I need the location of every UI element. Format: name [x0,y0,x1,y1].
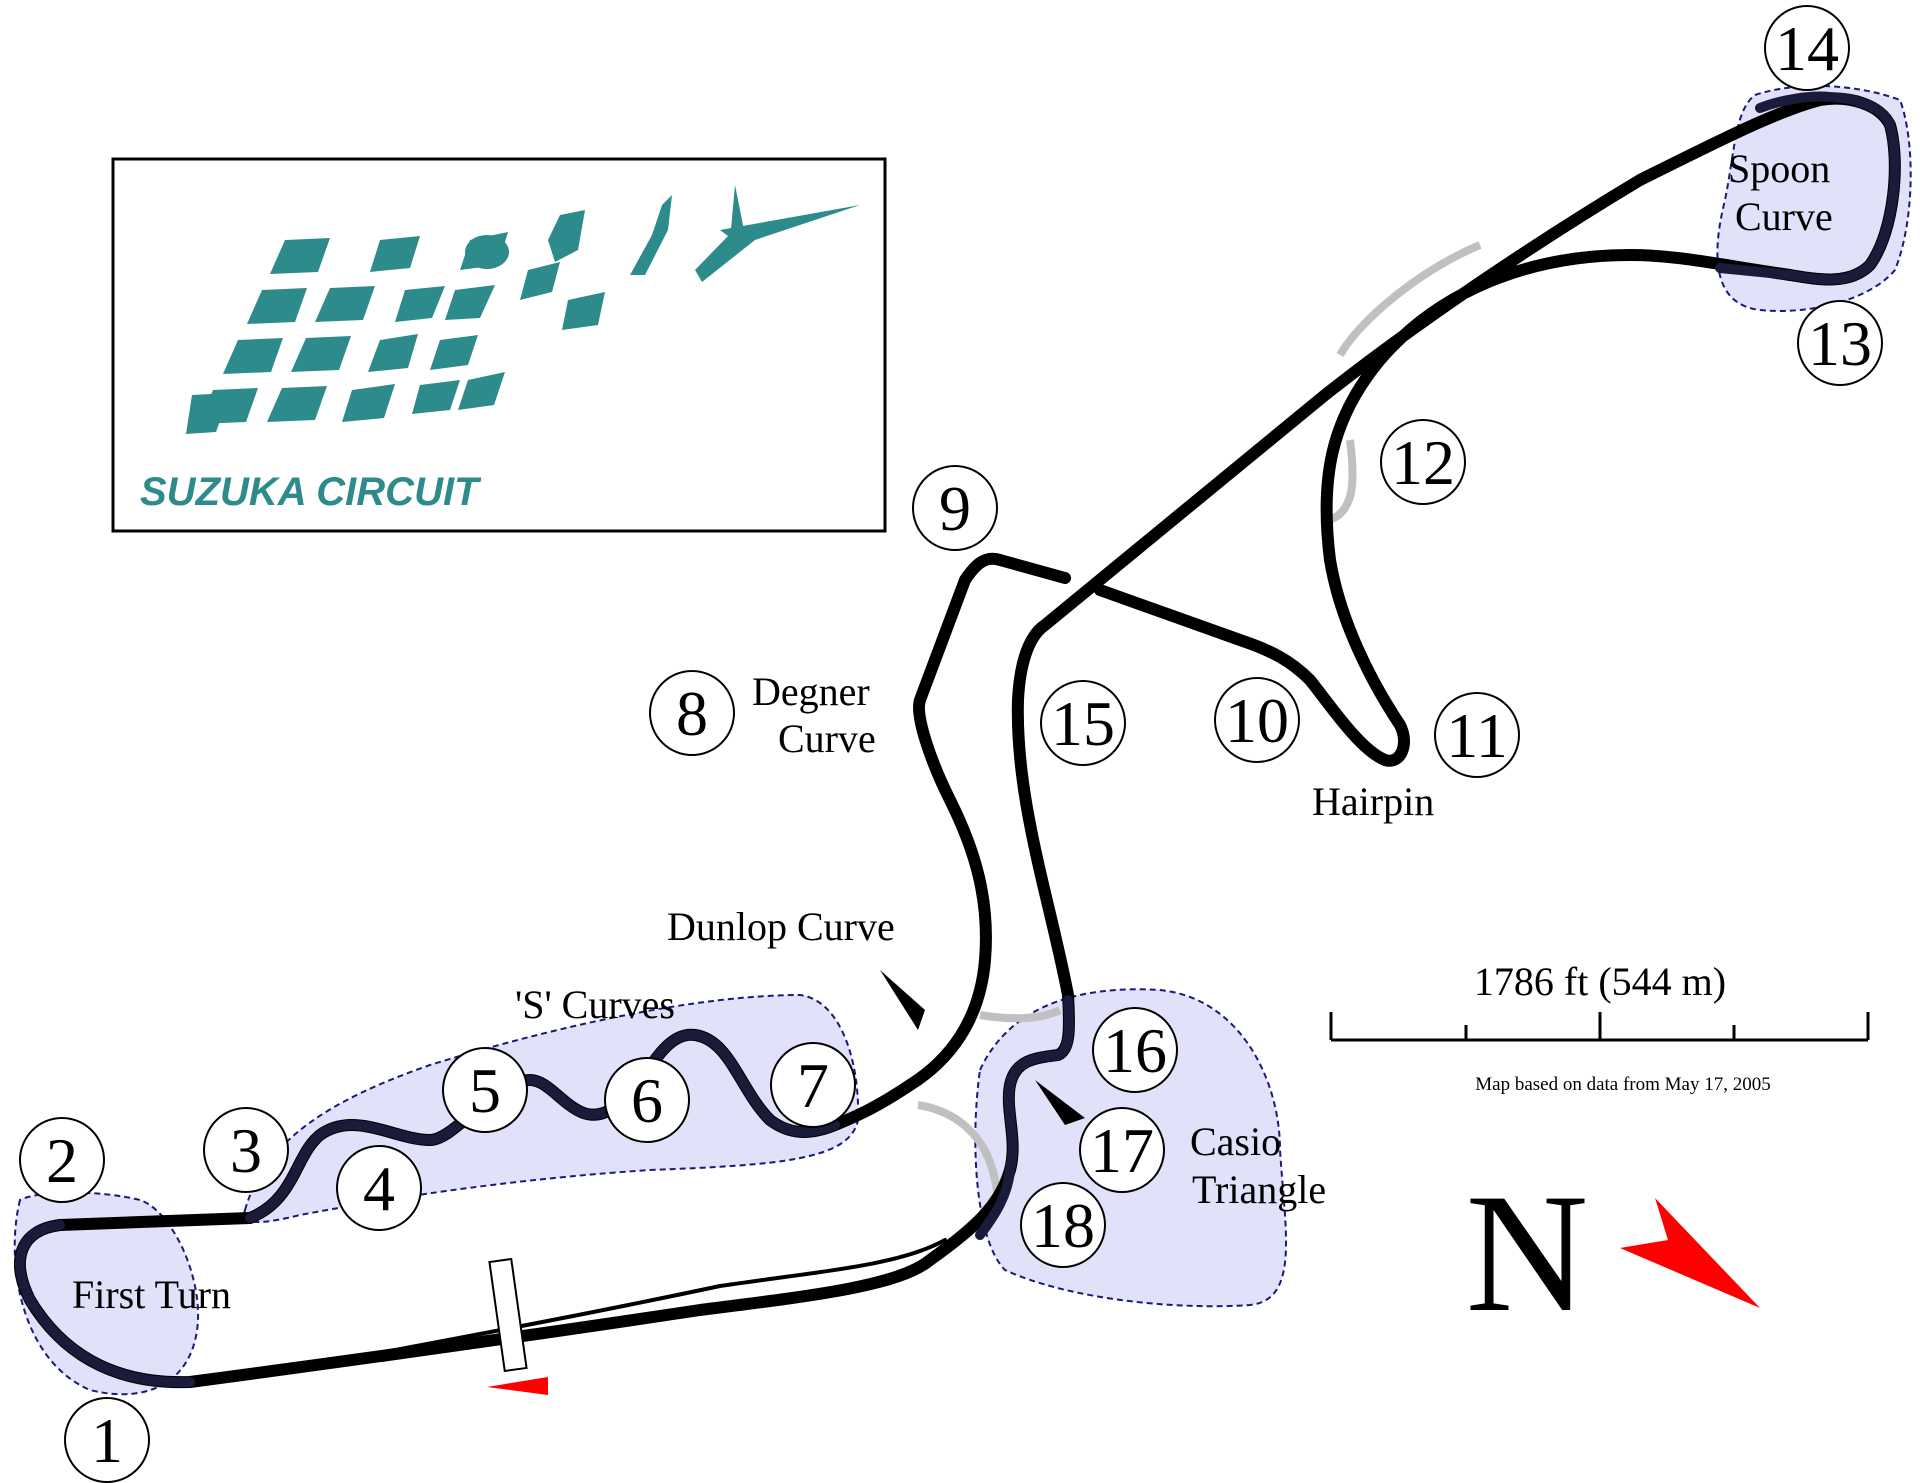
scale-ruler [1329,1012,1870,1042]
turn-number: 4 [363,1153,395,1224]
turn-marker: 8 [649,670,735,756]
turn-markers: 1 2 3 4 5 6 7 8 [19,5,1883,1483]
turn-marker: 15 [1040,680,1126,766]
dunlop-arrow-icon [880,970,925,1030]
turn-marker: 1 [64,1397,150,1483]
label-first-turn: First Turn [72,1272,231,1317]
zone-spoon-curve [1716,84,1912,312]
turn-number: 3 [230,1115,262,1186]
north-label: N [1466,1159,1589,1347]
track-highlight-spoon [1715,91,1900,285]
turn-marker: 13 [1797,300,1883,386]
north-arrow-icon [1620,1198,1760,1308]
turn-marker: 17 [1079,1107,1165,1193]
turn-number: 8 [676,678,708,749]
turn-marker: 16 [1092,1007,1178,1093]
turn-number: 15 [1051,688,1115,759]
label-degner-2: Curve [778,716,876,761]
start-line-box [488,1257,528,1373]
turn-marker: 10 [1214,677,1300,763]
turn-marker: 12 [1380,419,1466,505]
turn-number: 9 [939,473,971,544]
label-hairpin: Hairpin [1312,779,1434,824]
track-highlight-first-turn [15,1220,195,1388]
track-highlight-casio [975,995,1074,1240]
alt-link-hairpin [1336,241,1482,358]
alt-link-casio [979,1006,1062,1023]
turn-marker: 7 [770,1042,856,1128]
track-highlight-s-curves [245,1029,840,1223]
turn-number: 10 [1225,685,1289,756]
turn-marker: 6 [604,1057,690,1143]
turn-marker: 3 [203,1107,289,1193]
turn-marker: 5 [442,1047,528,1133]
turn-number: 7 [797,1050,829,1121]
turn-number: 5 [469,1055,501,1126]
pit-lane [298,1238,947,1370]
turn-number: 18 [1031,1190,1095,1261]
label-dunlop-curve: Dunlop Curve [667,904,895,949]
label-spoon-1: Spoon [1728,146,1830,191]
compass: N [1466,1159,1760,1347]
source-note: Map based on data from May 17, 2005 [1475,1074,1771,1095]
turn-number: 2 [46,1125,78,1196]
turn-marker: 11 [1434,692,1520,778]
main-track [14,91,1901,1389]
turn-marker: 18 [1020,1182,1106,1268]
label-casio-2: Triangle [1192,1167,1326,1212]
section-labels: First Turn 'S' Curves Dunlop Curve Degne… [72,146,1833,1317]
turn-number: 1 [91,1405,123,1476]
label-degner-1: Degner [752,669,870,714]
turn-number: 13 [1808,308,1872,379]
direction-flag-icon [487,1377,548,1395]
turn-marker: 4 [336,1145,422,1231]
turn-number: 14 [1775,13,1839,84]
casio-arrow-icon [1035,1080,1085,1125]
label-s-curves: 'S' Curves [515,982,675,1027]
logo-text: SUZUKA CIRCUIT [140,470,482,514]
label-spoon-2: Curve [1735,194,1833,239]
alt-link-12 [1328,439,1357,524]
turn-number: 16 [1103,1015,1167,1086]
scale-bar: 1786 ft (544 m) Map based on data from M… [1329,959,1870,1095]
scale-label: 1786 ft (544 m) [1474,959,1726,1004]
turn-number: 6 [631,1065,663,1136]
turn-marker: 9 [912,465,998,551]
turn-number: 17 [1090,1115,1154,1186]
turn-marker: 14 [1764,5,1850,91]
checkered-flag-logo [186,185,860,434]
logo-panel: SUZUKA CIRCUIT [111,157,887,533]
label-casio-1: Casio [1190,1119,1281,1164]
turn-number: 12 [1391,427,1455,498]
start-finish [487,1257,548,1395]
turn-marker: 2 [19,1117,105,1203]
turn-number: 11 [1446,700,1508,771]
